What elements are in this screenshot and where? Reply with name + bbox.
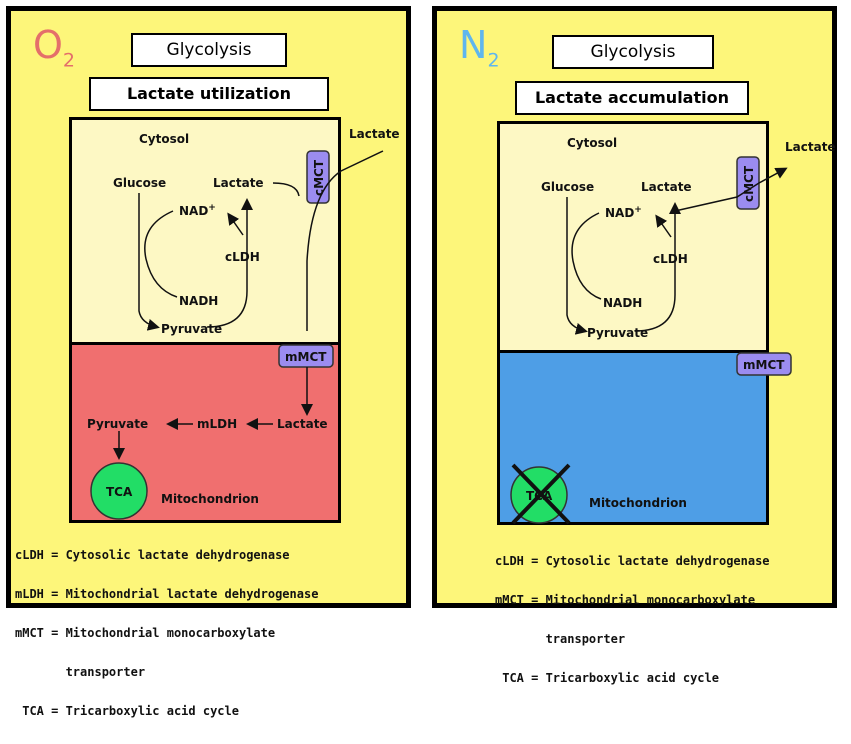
- legend-tca: TCA = Tricarboxylic acid cycle: [15, 704, 239, 718]
- legend-mmct-cont: transporter: [495, 632, 626, 646]
- glucose-label: Glucose: [113, 176, 166, 190]
- tca-label: TCA: [106, 485, 133, 499]
- lactate-export-arrow: [674, 167, 788, 212]
- mitochondrion-label: Mitochondrion: [589, 496, 687, 510]
- pyruvate-to-lactate-arrow: [634, 202, 681, 332]
- glycolysis-title: Glycolysis: [552, 35, 714, 69]
- legend-mmct: mMCT = Mitochondrial monocarboxylate: [15, 626, 276, 640]
- legend-mmct-cont: transporter: [15, 665, 146, 679]
- nad-regeneration-arrow: [655, 214, 672, 238]
- nad-label: NAD+: [179, 203, 216, 218]
- glucose-to-pyruvate-arrow: [138, 193, 160, 331]
- legend-cldh: cLDH = Cytosolic lactate dehydrogenase: [495, 554, 770, 568]
- legend-mmct: mMCT = Mitochondrial monocarboxylate: [495, 593, 756, 607]
- lactate-accumulation-title: Lactate accumulation: [515, 81, 749, 115]
- cytosol-label: Cytosol: [567, 136, 617, 150]
- nad-regeneration-arrow: [227, 212, 244, 236]
- nad-cycle-arc: [144, 210, 178, 298]
- external-lactate-label: Lactate: [349, 127, 400, 141]
- cytosol-region: [72, 120, 338, 342]
- lactate-import-path: [306, 150, 384, 331]
- mito-lactate-label: Lactate: [277, 417, 328, 431]
- anaerobic-panel: N2 Glycolysis Lactate accumulation Cytos…: [432, 6, 837, 685]
- cytosol-region: [500, 124, 766, 350]
- oxygen-label: O2: [33, 23, 76, 72]
- anaerobic-pathway-diagram: Cytosol Lactate cMCT Glucose Lactate NAD…: [510, 136, 836, 525]
- mmct-transporter: [736, 352, 792, 376]
- glycolysis-title: Glycolysis: [131, 33, 287, 67]
- lactate-utilization-title: Lactate utilization: [89, 77, 329, 111]
- cmct-label: cMCT: [312, 159, 326, 196]
- lactate-label: Lactate: [641, 180, 692, 194]
- cmct-label: cMCT: [742, 165, 756, 202]
- cldh-label: cLDH: [225, 250, 260, 264]
- glucose-label: Glucose: [541, 180, 594, 194]
- mmct-transporter: [278, 344, 334, 368]
- nad-label: NAD+: [605, 205, 642, 220]
- pyruvate-label: Pyruvate: [587, 326, 648, 340]
- cell-compartment: [497, 121, 769, 525]
- mmct-label: mMCT: [743, 358, 785, 372]
- abbreviation-legend: cLDH = Cytosolic lactate dehydrogenase m…: [495, 529, 770, 711]
- legend-cldh: cLDH = Cytosolic lactate dehydrogenase: [15, 548, 290, 562]
- mmct-label: mMCT: [285, 350, 327, 364]
- aerobic-pathway-diagram: Cytosol Lactate cMCT Glucose Lactate NAD…: [87, 127, 400, 520]
- mitochondrion-label: Mitochondrion: [161, 492, 259, 506]
- nad-cycle-arc: [571, 212, 602, 300]
- pyruvate-label: Pyruvate: [161, 322, 222, 336]
- glucose-to-pyruvate-arrow: [566, 197, 588, 335]
- cldh-label: cLDH: [653, 252, 688, 266]
- lactate-label: Lactate: [213, 176, 264, 190]
- tca-cycle-circle: [90, 462, 148, 520]
- lactate-export-line: [272, 182, 300, 197]
- mito-pyruvate-label: Pyruvate: [87, 417, 148, 431]
- nitrogen-label: N2: [459, 23, 500, 72]
- aerobic-panel: O2 Glycolysis Lactate utilization Cytoso…: [6, 6, 411, 718]
- tca-blocked-cross-icon: [511, 463, 571, 525]
- nadh-label: NADH: [179, 294, 218, 308]
- legend-mldh: mLDH = Mitochondrial lactate dehydrogena…: [15, 587, 319, 601]
- pyruvate-to-lactate-arrow: [206, 198, 253, 328]
- external-lactate-label: Lactate: [785, 140, 836, 154]
- nadh-label: NADH: [603, 296, 642, 310]
- mldh-label: mLDH: [197, 417, 237, 431]
- cytosol-label: Cytosol: [139, 132, 189, 146]
- legend-tca: TCA = Tricarboxylic acid cycle: [495, 671, 719, 685]
- abbreviation-legend: cLDH = Cytosolic lactate dehydrogenase m…: [15, 523, 318, 744]
